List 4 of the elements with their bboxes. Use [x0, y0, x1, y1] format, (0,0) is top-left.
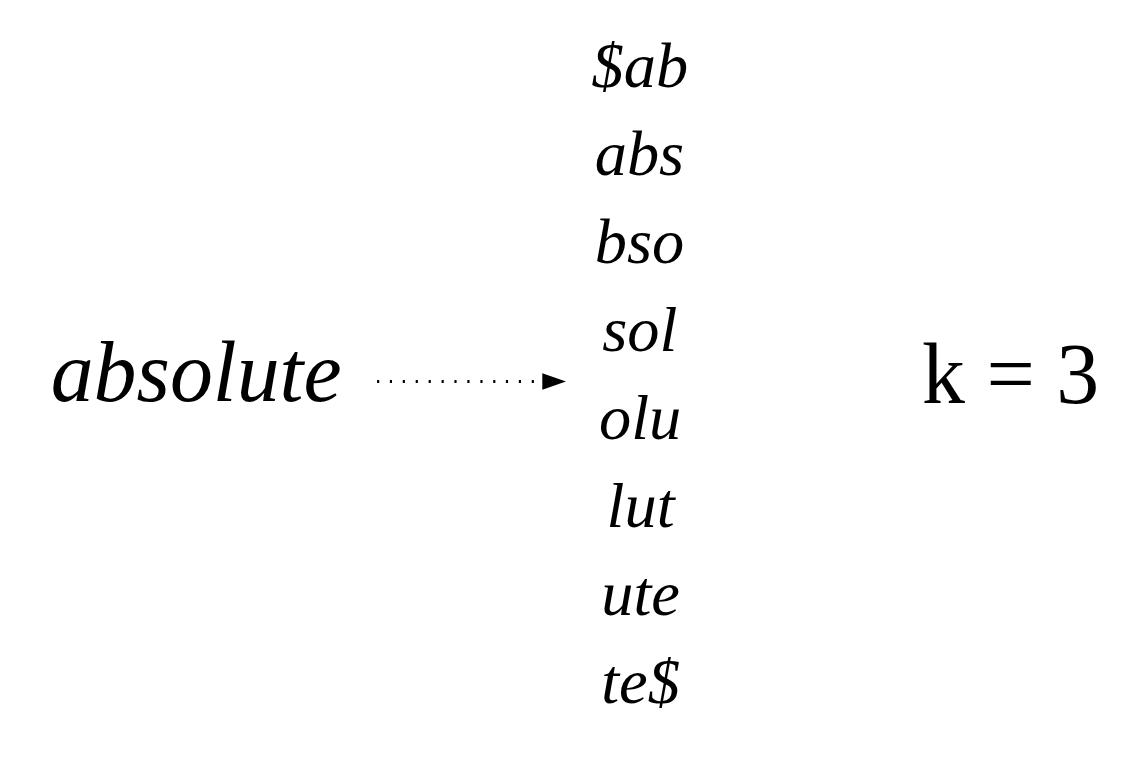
arrow: [376, 373, 566, 390]
node-text: absolute: [50, 323, 342, 420]
label: k = 3: [921, 325, 1099, 422]
node-text: $ab abs bso sol olu lut ute te$: [591, 30, 688, 718]
